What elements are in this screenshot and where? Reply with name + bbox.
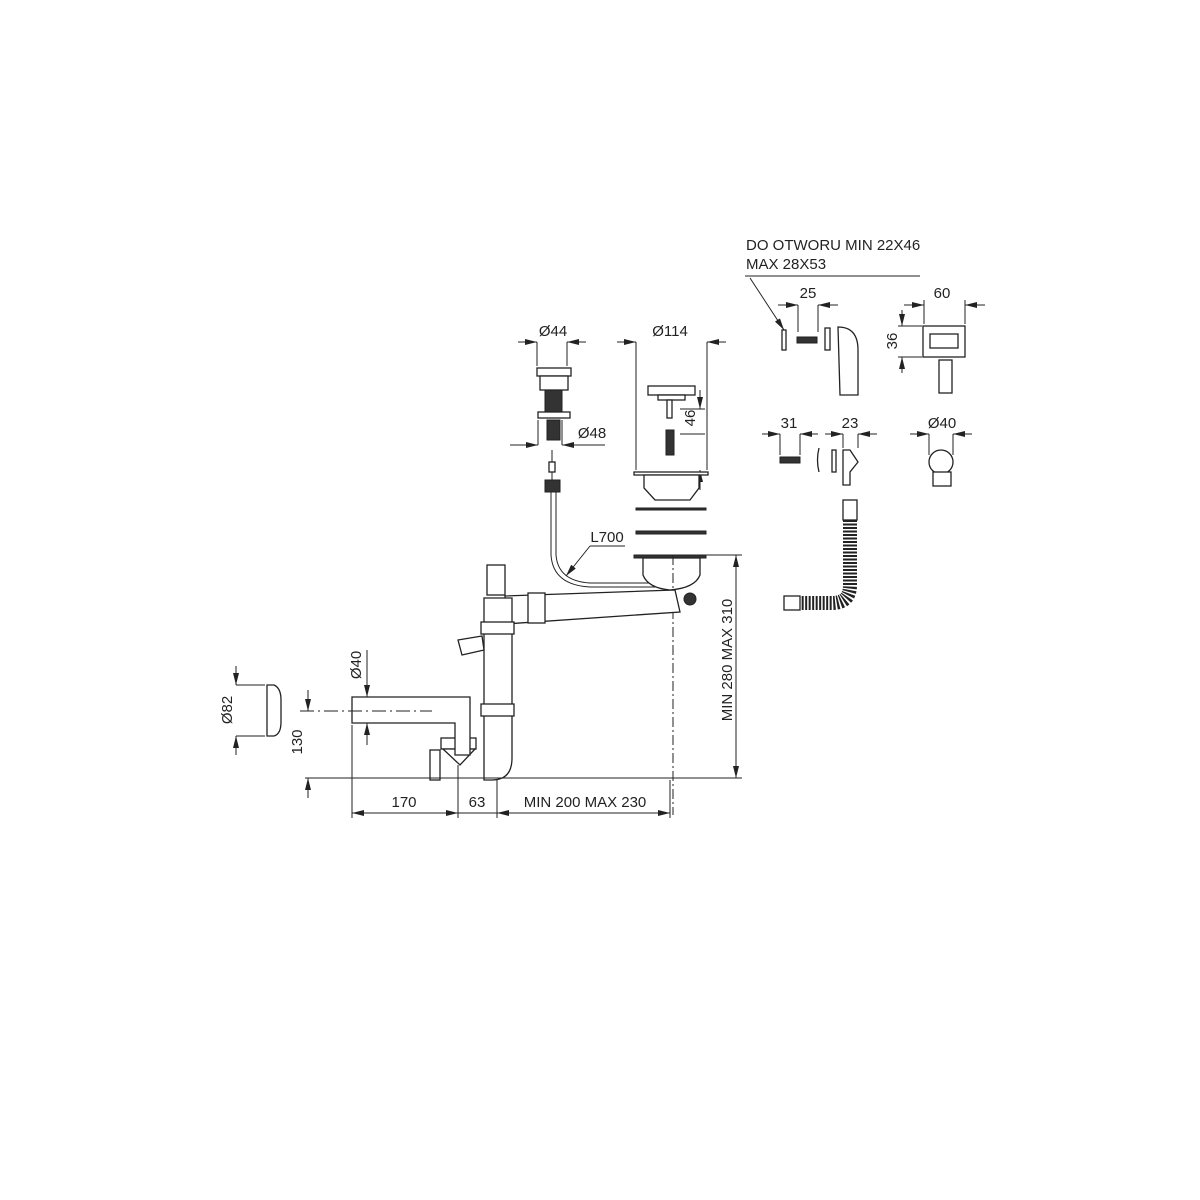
outlet-height-label: 130 xyxy=(289,729,306,754)
base-dimensions xyxy=(305,554,742,818)
round-overflow-diameter-label: Ø40 xyxy=(928,415,956,432)
screw-length-top-label: 25 xyxy=(800,285,817,302)
overflow-height-label: 36 xyxy=(884,333,901,350)
outlet-length-label: 170 xyxy=(391,794,416,811)
drain-distance-label: MIN 200 MAX 230 xyxy=(524,794,647,811)
plug-diameter-label: Ø44 xyxy=(539,323,567,340)
pop-up-cable xyxy=(544,450,655,588)
trap-offset-label: 63 xyxy=(469,794,486,811)
plug-thread-diameter-label: Ø48 xyxy=(578,425,606,442)
screw-length-bottom-label: 31 xyxy=(781,415,798,432)
siphon-body xyxy=(300,564,681,781)
outlet-diameter-label: Ø40 xyxy=(348,651,365,679)
pop-up-button-part xyxy=(510,339,605,448)
overflow-width-label: 60 xyxy=(934,285,951,302)
overflow-depth-label: 23 xyxy=(842,415,859,432)
strainer-diameter-label: Ø114 xyxy=(652,323,688,340)
strainer-part xyxy=(617,339,726,815)
overflow-hole-label-1: DO OTWORU MIN 22X46 xyxy=(746,237,920,254)
rosette-diameter-label: Ø82 xyxy=(219,696,236,724)
overflow-parts xyxy=(745,275,985,611)
siphon-height-label: MIN 280 MAX 310 xyxy=(719,599,736,722)
rosette-part xyxy=(233,650,370,755)
overflow-hole-label-2: MAX 28X53 xyxy=(746,256,826,273)
cable-length-label: L700 xyxy=(590,529,623,546)
insert-height-label: 46 xyxy=(682,410,699,427)
